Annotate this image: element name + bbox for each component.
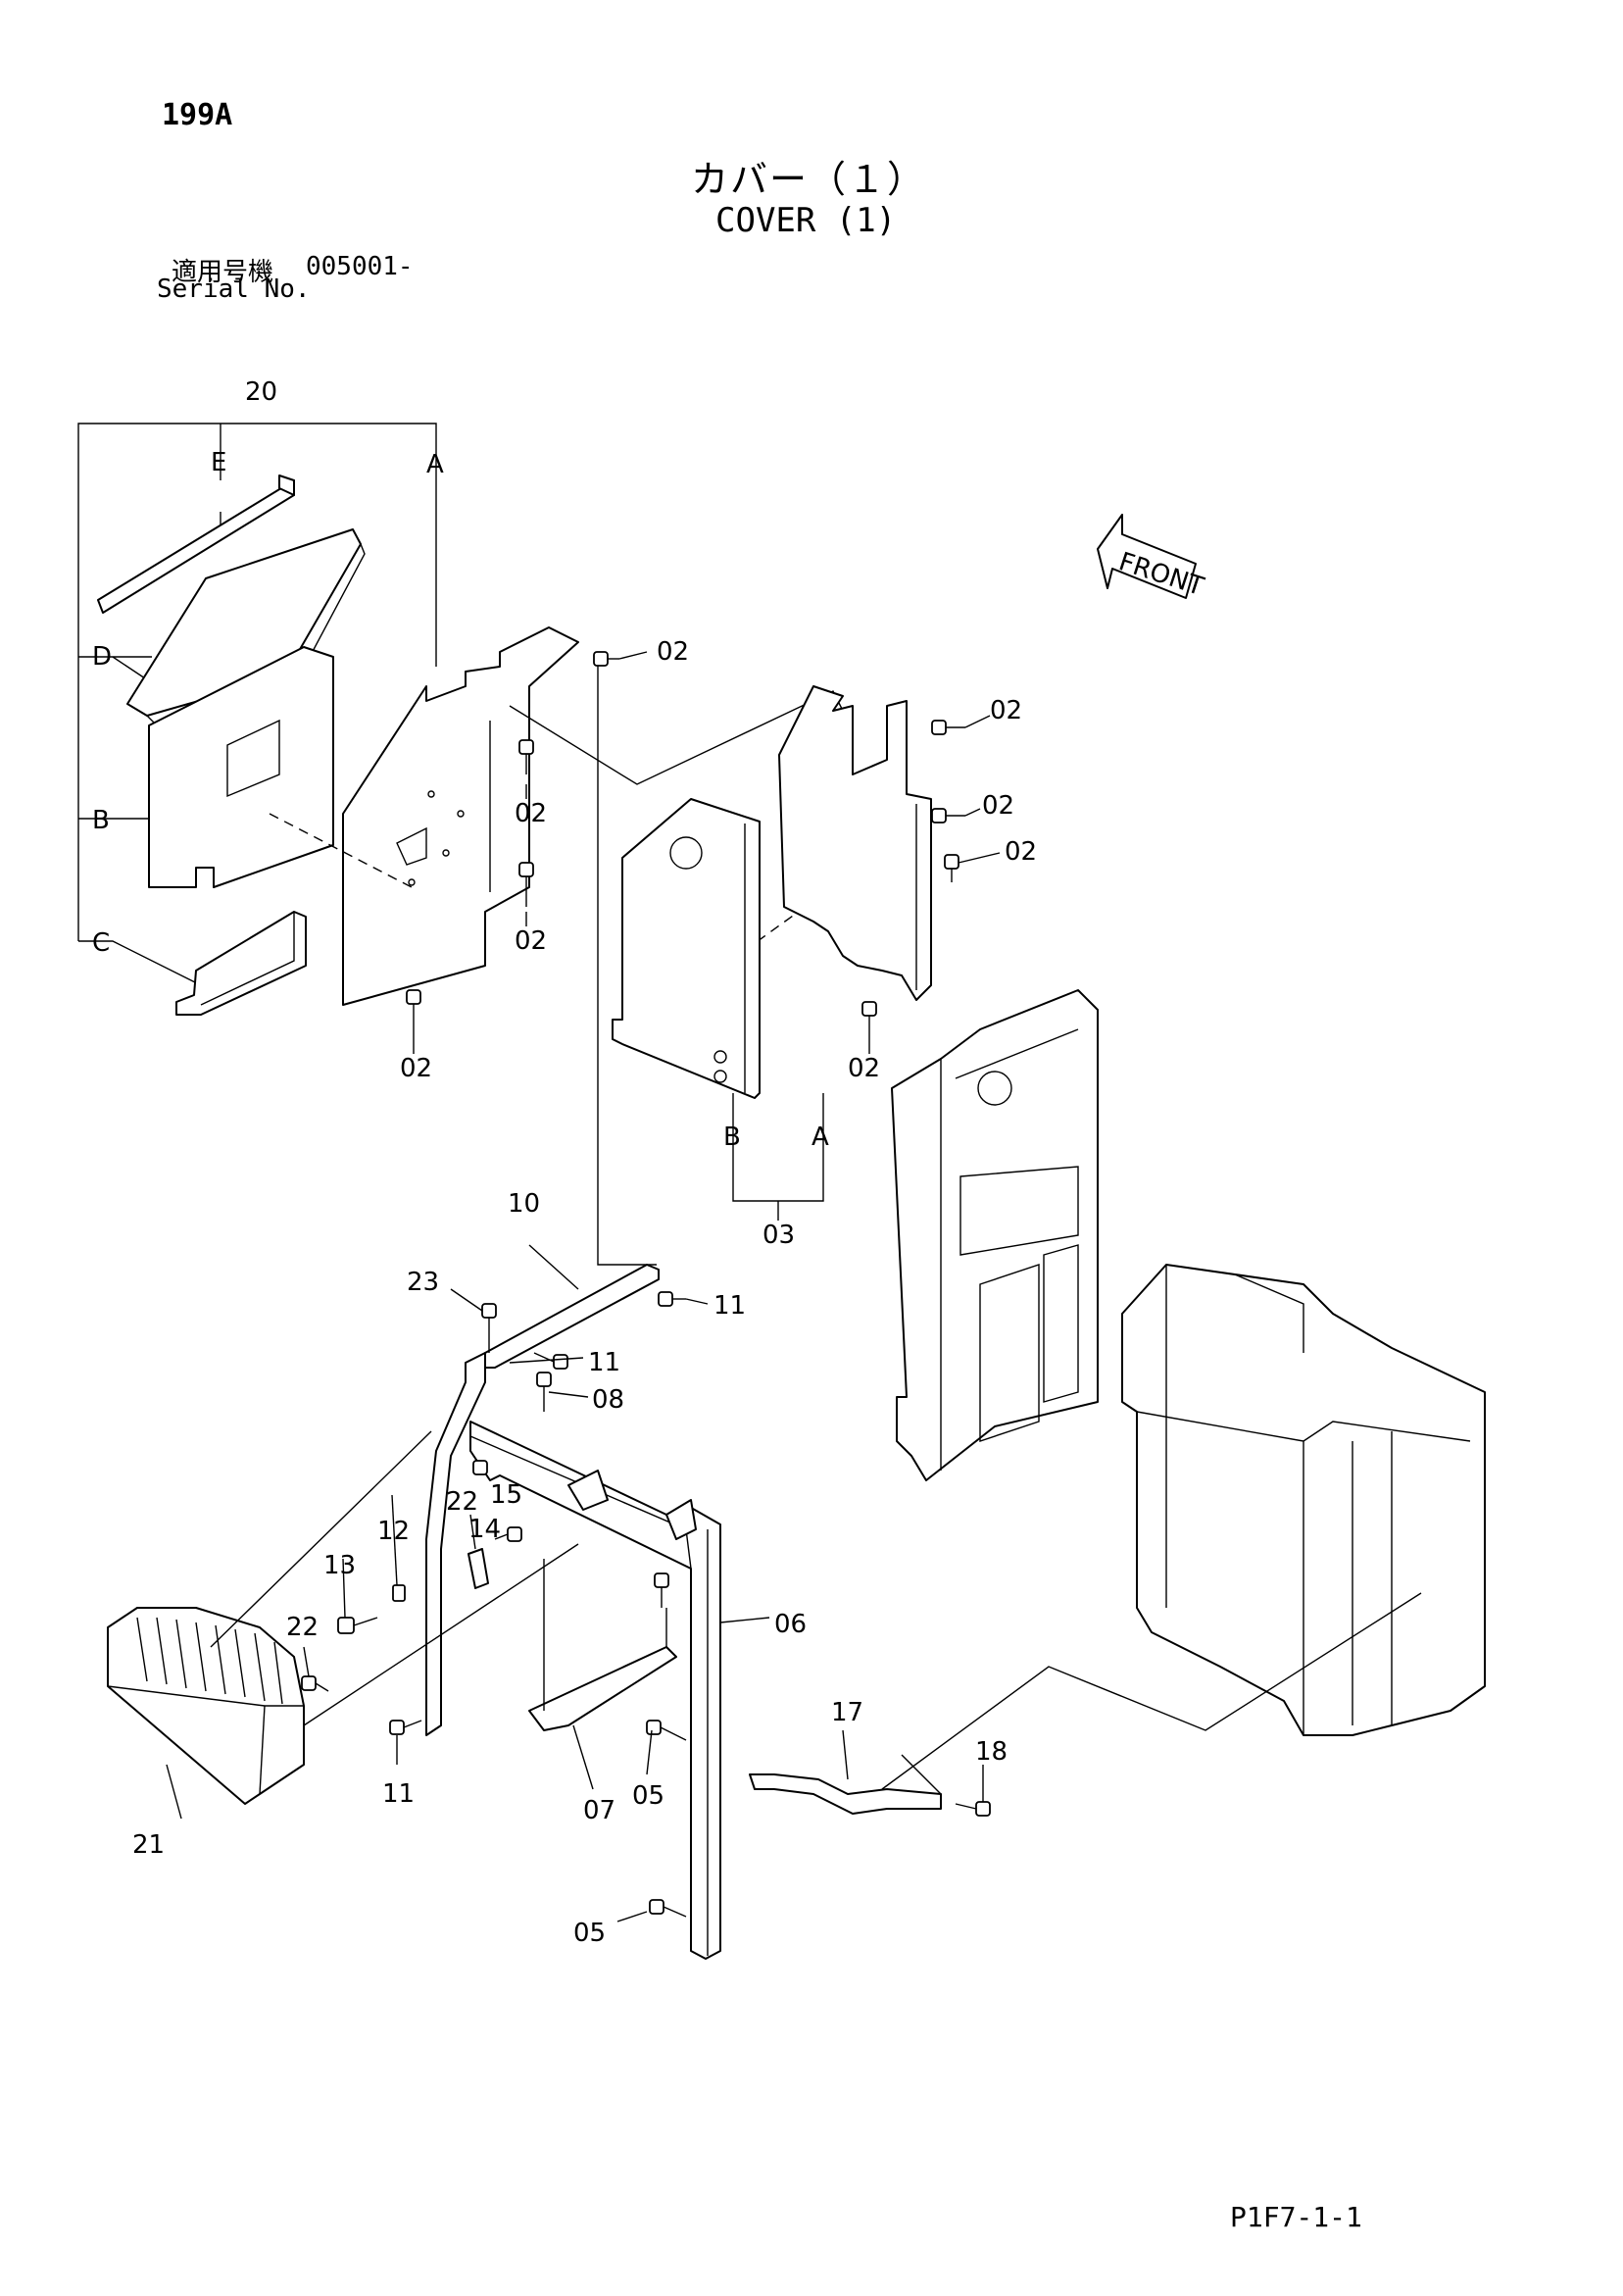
part-sponge-b: [148, 646, 334, 888]
callout-05-b: 05: [573, 1919, 606, 1948]
callout-02-c: 02: [982, 791, 1014, 821]
callout-03-b: B: [723, 1123, 741, 1152]
callout-10: 10: [508, 1189, 540, 1219]
bolt-11-c: [389, 1720, 422, 1735]
callout-08: 08: [592, 1385, 624, 1415]
part-cover-03-a: [778, 685, 932, 1001]
bolt-02-h: [861, 1001, 877, 1039]
bolt-02-c: [518, 862, 534, 907]
nut-12: [392, 1584, 406, 1602]
callout-20: 20: [245, 377, 277, 407]
callout-22-a: 22: [446, 1487, 478, 1517]
bolt-02-b: [518, 739, 534, 774]
bolt-22-b: [301, 1675, 329, 1692]
callout-15: 15: [490, 1480, 522, 1510]
clip-14: [467, 1548, 489, 1589]
bolt-02-e: [931, 720, 965, 735]
bolt-06-top: [654, 1572, 669, 1608]
callout-22-b: 22: [286, 1613, 319, 1642]
callout-02-f: 02: [515, 926, 547, 956]
bolt-18: [955, 1801, 991, 1817]
part-sponge-c: [175, 911, 307, 1016]
part-cover-a-plate: [342, 626, 579, 1006]
serial-label-japanese: 適用号機: [172, 258, 274, 287]
callout-02-e: 02: [515, 799, 547, 828]
bolt-05-a: [646, 1720, 687, 1741]
bolt-02-d: [406, 989, 421, 1039]
callout-c: C: [92, 928, 110, 958]
bolt-02-g: [944, 854, 959, 882]
part-frame-06: [469, 1421, 721, 1960]
callout-05-a: 05: [632, 1781, 664, 1811]
callout-03-a: A: [812, 1123, 829, 1152]
callout-18: 18: [975, 1737, 1008, 1767]
page-title-english: COVER (1): [715, 201, 897, 240]
part-bracket-07: [528, 1559, 677, 1731]
group-20-bracket: [77, 423, 437, 986]
callout-e: E: [211, 448, 226, 477]
callout-13: 13: [323, 1551, 356, 1580]
bolt-08: [536, 1372, 552, 1412]
bolt-11-a: [658, 1291, 686, 1307]
part-cover-21: [107, 1430, 579, 1805]
callout-14: 14: [468, 1515, 501, 1544]
callout-a: A: [426, 450, 444, 479]
part-side-bracket: [425, 1352, 486, 1736]
front-direction-arrow: FRONT: [1097, 514, 1207, 602]
bolt-15: [494, 1526, 522, 1542]
bolt-22-a: [472, 1460, 488, 1475]
callout-d: D: [92, 642, 112, 672]
callout-02-b: 02: [990, 696, 1022, 725]
bolt-fasteners: [301, 651, 991, 1918]
group-03-bracket: [732, 1093, 824, 1202]
serial-number-value: 005001-: [306, 252, 414, 281]
callout-02-d: 02: [1005, 837, 1037, 867]
callout-02-a: 02: [657, 637, 689, 667]
callout-23: 23: [407, 1268, 439, 1297]
callout-06: 06: [774, 1610, 807, 1639]
page-footer-code: P1F7-1-1: [1230, 2201, 1362, 2233]
part-support-frame: [891, 989, 1099, 1481]
serial-label-english: Serial No.: [157, 275, 311, 304]
page-title-japanese: カバー（１）: [691, 158, 927, 201]
callout-11-a: 11: [713, 1291, 746, 1321]
part-cover-03-b: [612, 798, 761, 1099]
callout-b: B: [92, 806, 110, 835]
callout-11-b: 11: [588, 1348, 620, 1377]
callout-07: 07: [583, 1796, 615, 1825]
callout-02-h: 02: [848, 1054, 880, 1083]
callout-03: 03: [762, 1221, 795, 1250]
part-radiator-assembly: [1121, 1264, 1486, 1736]
bolt-05-b: [649, 1899, 687, 1918]
leader-lines: [166, 651, 1001, 1922]
callout-11-c: 11: [382, 1779, 415, 1809]
bolt-13: [337, 1617, 378, 1634]
callout-17: 17: [831, 1698, 863, 1727]
callout-12: 12: [377, 1517, 410, 1546]
part-sponge-e: [97, 474, 295, 614]
callout-02-g: 02: [400, 1054, 432, 1083]
callout-labels: 20 E A D B C 02 02 02 02 02 02 02 02 A B…: [92, 377, 1037, 1948]
callout-21: 21: [132, 1830, 165, 1860]
page-id: 199A: [162, 98, 233, 132]
part-bar-10: [484, 1264, 660, 1369]
bolt-02-a: [593, 651, 619, 667]
part-stay-17: [749, 1592, 1422, 1815]
bolt-23: [481, 1303, 497, 1353]
bolt-02-f: [931, 808, 965, 824]
